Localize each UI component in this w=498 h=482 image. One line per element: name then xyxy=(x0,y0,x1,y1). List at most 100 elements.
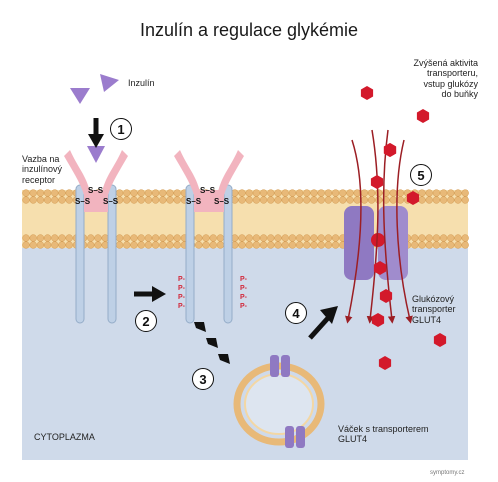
lipid-head xyxy=(195,241,203,249)
lipid-head xyxy=(331,241,340,249)
lipid-head xyxy=(267,196,275,204)
lipid-head xyxy=(173,241,181,249)
lipid-head xyxy=(202,234,210,242)
lipid-head xyxy=(252,234,261,242)
lipid-head xyxy=(51,196,59,204)
lipid-head xyxy=(173,234,181,242)
lipid-head xyxy=(166,241,174,249)
lipid-head xyxy=(252,189,261,197)
lipid-head xyxy=(317,234,325,242)
disulfide-bond: S–S xyxy=(214,197,230,206)
lipid-head xyxy=(159,196,167,204)
lipid-head xyxy=(159,234,167,242)
phosphate-group: P- xyxy=(178,303,185,310)
lipid-head xyxy=(324,241,333,249)
lipid-head xyxy=(51,241,59,249)
lipid-head xyxy=(87,241,95,249)
lipid-head xyxy=(137,189,145,197)
lipid-head xyxy=(22,196,30,204)
glucose-molecule xyxy=(433,333,447,347)
lipid-head xyxy=(447,189,455,197)
lipid-head xyxy=(58,189,66,197)
lipid-head xyxy=(454,234,462,242)
lipid-head xyxy=(295,241,304,249)
lipid-head xyxy=(137,196,145,204)
lipid-head xyxy=(259,189,268,197)
phosphate-group: P- xyxy=(240,285,247,292)
step-5-marker: 5 xyxy=(410,164,432,186)
lipid-head xyxy=(159,241,167,249)
phosphate-group: P- xyxy=(240,294,247,301)
glucose-molecule xyxy=(371,313,385,327)
lipid-head xyxy=(151,241,160,249)
lipid-head xyxy=(137,241,145,249)
vesicle xyxy=(233,355,325,448)
lipid-head xyxy=(303,234,311,242)
arrow-chevron xyxy=(218,354,230,364)
lipid-head xyxy=(65,189,73,197)
lipid-head xyxy=(346,189,354,197)
lipid-head xyxy=(375,196,383,204)
glucose-molecules xyxy=(360,86,447,370)
lipid-head xyxy=(461,189,469,197)
lipid-head xyxy=(144,241,153,249)
lipid-head xyxy=(209,241,217,249)
lipid-head xyxy=(367,196,376,204)
glucose-molecule xyxy=(373,261,387,275)
lipid-head xyxy=(29,196,37,204)
lipid-head xyxy=(51,234,59,242)
lipid-head xyxy=(173,196,181,204)
lipid-head xyxy=(447,234,455,242)
lipid-head xyxy=(267,234,275,242)
lipid-head xyxy=(245,189,253,197)
lipid-head xyxy=(259,241,268,249)
lipid-head xyxy=(439,241,448,249)
lipid-head xyxy=(238,241,246,249)
lipid-head xyxy=(375,189,383,197)
insulin-receptor-2 xyxy=(174,150,244,324)
lipid-head xyxy=(36,241,45,249)
lipid-head xyxy=(65,241,73,249)
glucose-molecule xyxy=(378,356,392,370)
lipid-head xyxy=(267,241,275,249)
lipid-head xyxy=(411,234,419,242)
insulin-receptor-1 xyxy=(64,146,128,324)
lipid-head xyxy=(274,189,282,197)
lipid-head xyxy=(439,196,448,204)
glucose-molecule xyxy=(406,191,420,205)
lipid-head xyxy=(288,234,297,242)
disulfide-bond: S–S xyxy=(186,197,202,206)
lipid-head xyxy=(281,196,289,204)
arrow-chevron xyxy=(194,322,206,332)
lipid-head xyxy=(202,241,210,249)
glucose-molecule xyxy=(360,86,374,100)
lipid-head xyxy=(144,196,153,204)
lipid-head xyxy=(36,189,45,197)
lipid-head xyxy=(310,196,318,204)
lipid-head xyxy=(22,189,30,197)
lipid-head xyxy=(123,196,131,204)
lipid-head xyxy=(447,196,455,204)
phosphate-group: P- xyxy=(240,303,247,310)
lipid-head xyxy=(58,196,66,204)
lipid-head xyxy=(216,234,225,242)
lipid-head xyxy=(130,241,138,249)
lipid-head xyxy=(245,196,253,204)
lipid-head xyxy=(418,234,426,242)
step-2-marker: 2 xyxy=(135,310,157,332)
lipid-head xyxy=(411,241,419,249)
lipid-head xyxy=(259,234,268,242)
lipid-head xyxy=(310,189,318,197)
lipid-head xyxy=(238,189,246,197)
lipid-head xyxy=(123,241,131,249)
lipid-head xyxy=(123,234,131,242)
lipid-head xyxy=(295,196,304,204)
lipid-head xyxy=(425,189,433,197)
insulin-label: Inzulín xyxy=(128,78,155,88)
glucose-molecule xyxy=(383,143,397,157)
lipid-head xyxy=(245,234,253,242)
lipid-head xyxy=(303,196,311,204)
lipid-head xyxy=(339,189,347,197)
disulfide-bond: S–S xyxy=(75,197,91,206)
